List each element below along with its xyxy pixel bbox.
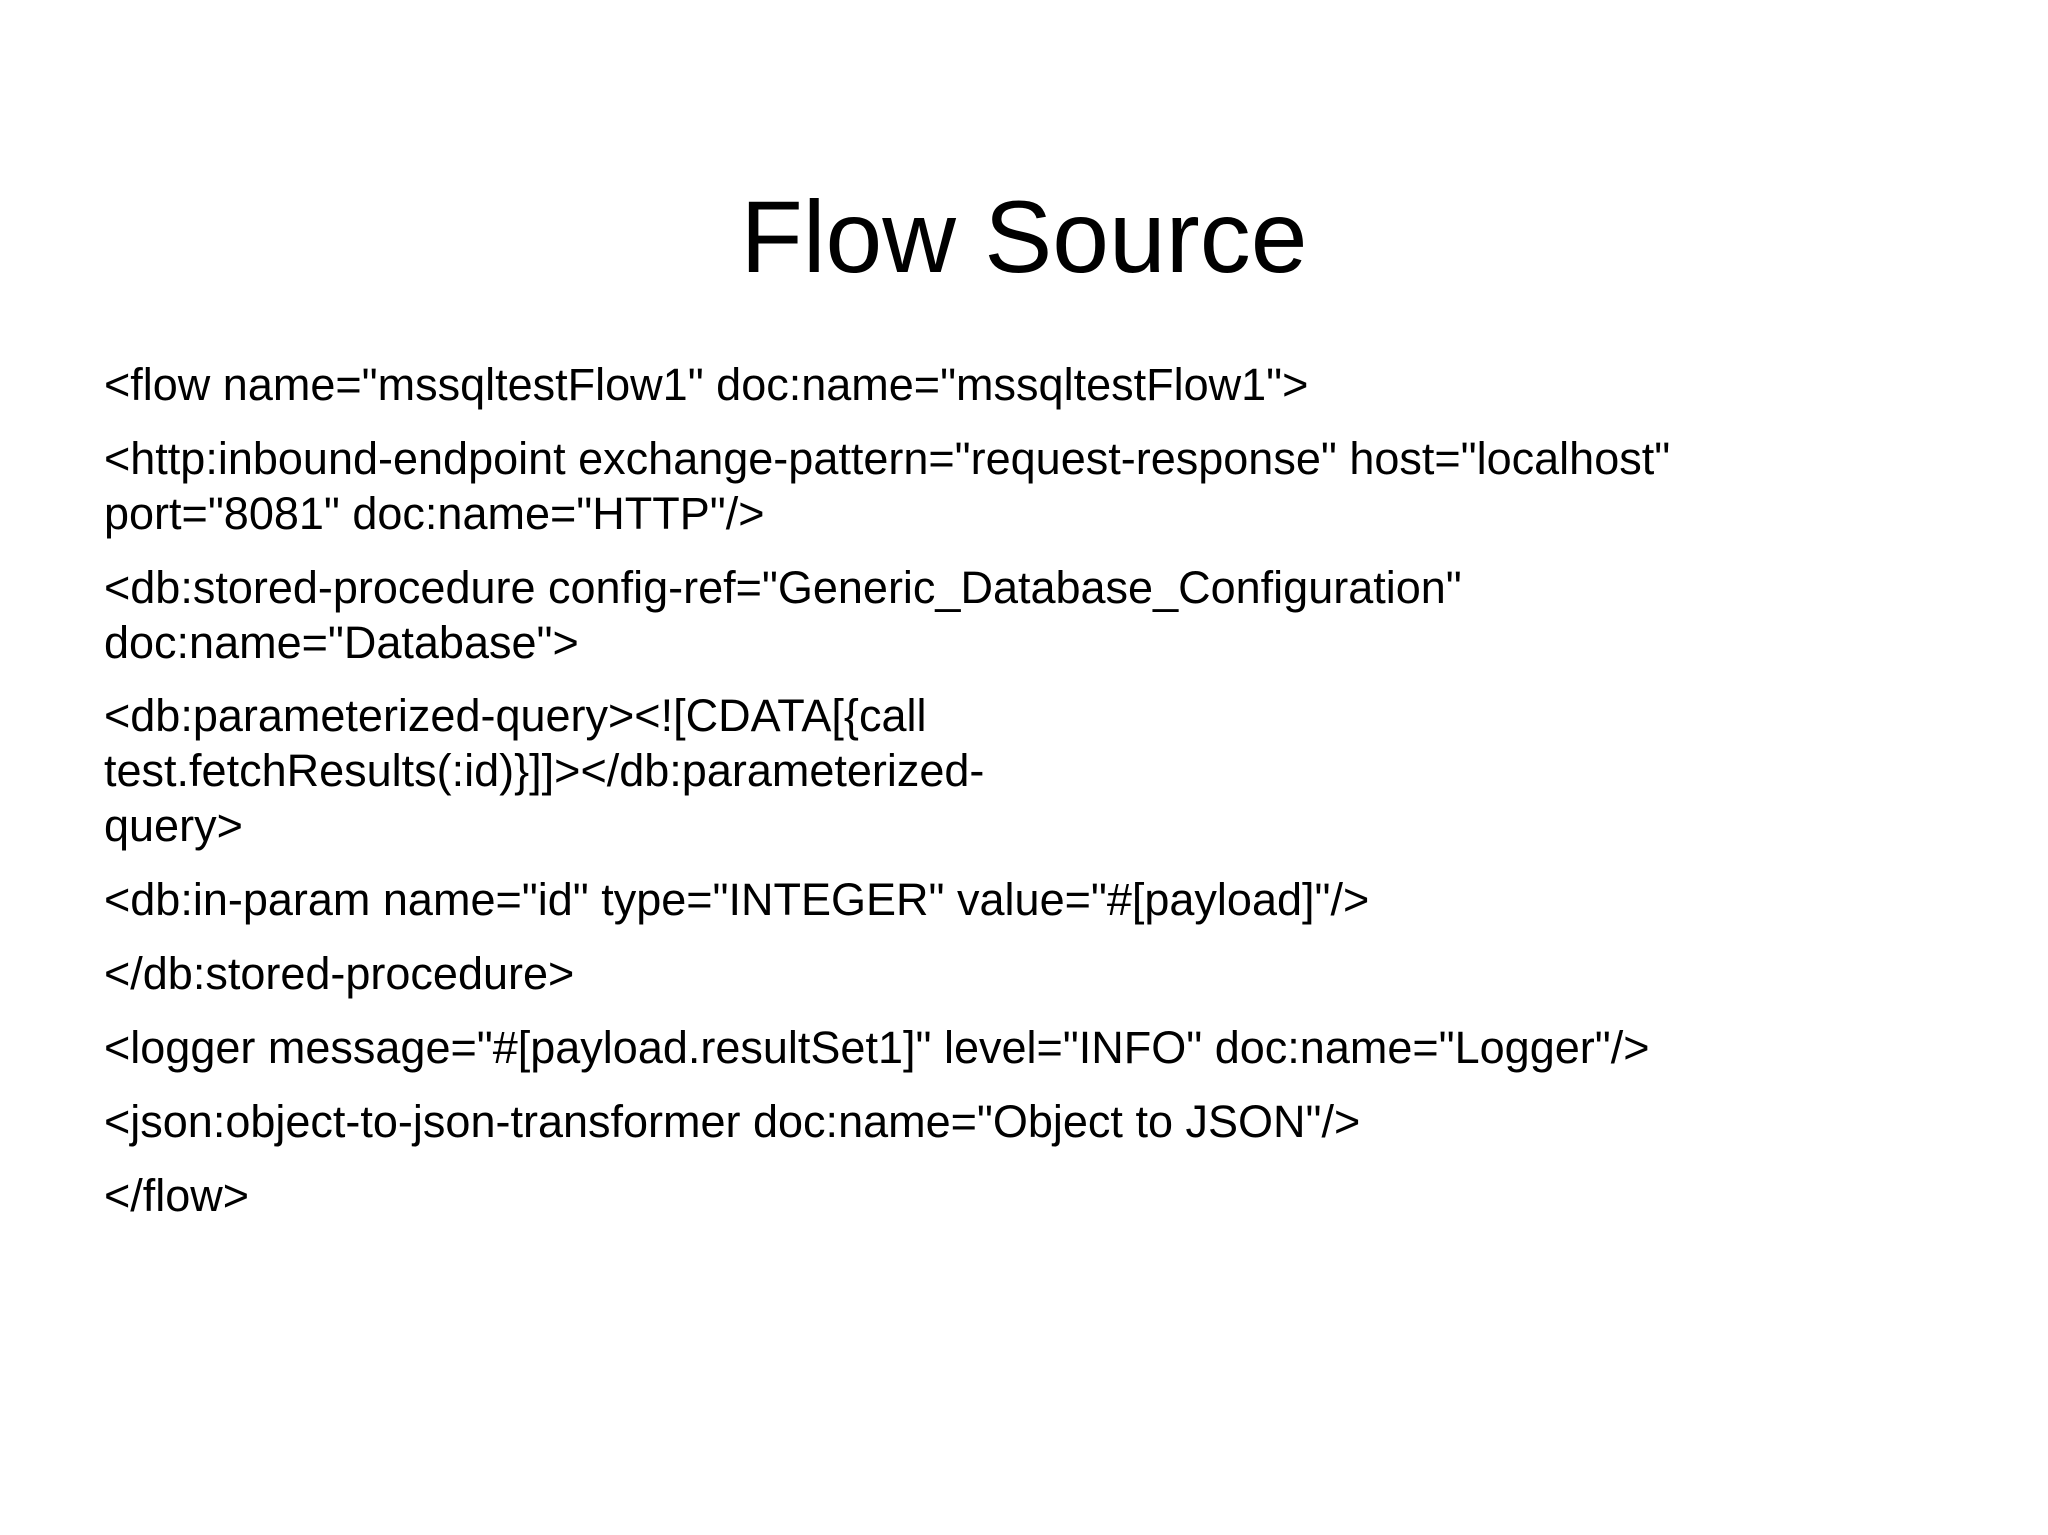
code-line: <db:parameterized-query><![CDATA[{call t… [104, 690, 985, 852]
code-line: </flow> [104, 1169, 250, 1221]
code-line: <db:in-param name="id" type="INTEGER" va… [104, 874, 1370, 926]
code-line: </db:stored-procedure> [104, 948, 575, 1000]
page-title: Flow Source [740, 180, 1308, 295]
slide-body-content: <flow name="mssqltestFlow1" doc:name="ms… [104, 358, 1954, 1224]
code-line: <db:stored-procedure config-ref="Generic… [104, 561, 1462, 668]
code-line: <http:inbound-endpoint exchange-pattern=… [104, 432, 1671, 539]
code-line: <flow name="mssqltestFlow1" doc:name="ms… [104, 359, 1309, 410]
code-line: <logger message="#[payload.resultSet1]" … [104, 1021, 1650, 1073]
code-line: <json:object-to-json-transformer doc:nam… [104, 1095, 1361, 1147]
